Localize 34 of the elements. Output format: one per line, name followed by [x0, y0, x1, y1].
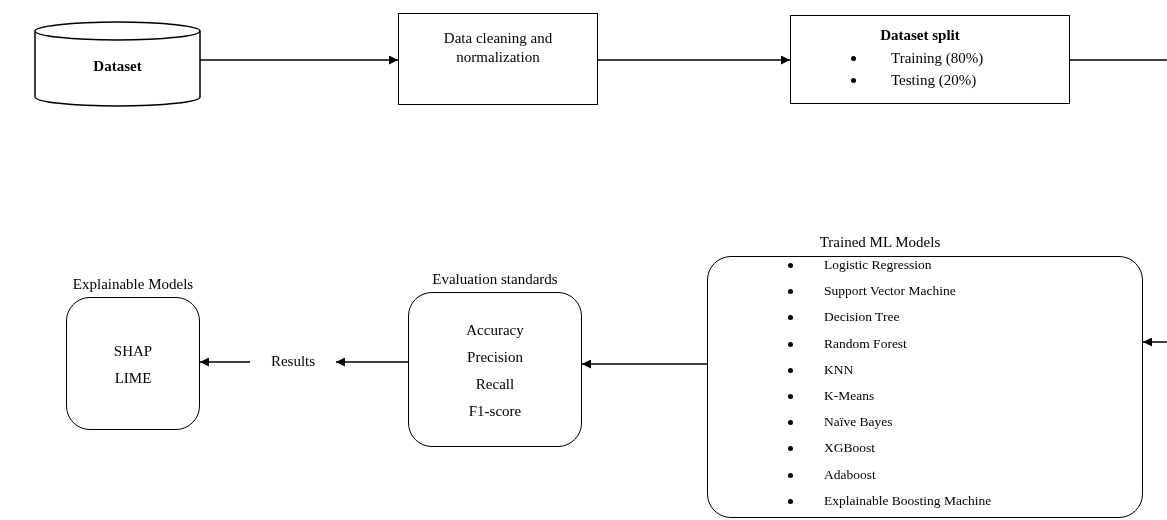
list-item: Training (80%)	[891, 49, 984, 68]
arrow	[199, 357, 251, 367]
database-cylinder	[35, 22, 200, 106]
box-heading: Trained ML Models	[818, 233, 942, 251]
node-label: Results	[269, 352, 317, 371]
box-heading: Evaluation standards	[431, 270, 559, 288]
list-item: Naïve Bayes	[824, 414, 893, 431]
list-item: Logistic Regression	[824, 257, 932, 273]
arrow	[335, 357, 409, 367]
process-box	[790, 15, 1070, 104]
list-item: Decision Tree	[824, 309, 900, 326]
box-heading: Explainable Models	[71, 275, 195, 293]
process-box	[398, 13, 598, 105]
node-label: Data cleaning and normalization	[442, 29, 554, 67]
box-heading: Dataset split	[879, 26, 961, 45]
list-item: Adaboost	[824, 466, 876, 483]
list-item: Testing (20%)	[891, 71, 977, 90]
node-label: Accuracy	[465, 320, 525, 340]
node-label: Recall	[474, 374, 516, 394]
list-item: Support Vector Machine	[824, 283, 956, 300]
arrow	[597, 55, 791, 65]
node-label: F1-score	[467, 401, 523, 421]
node-label: SHAP	[112, 341, 154, 361]
list-item: Random Forest	[824, 335, 907, 352]
node-label: LIME	[113, 368, 153, 388]
list-item: KNN	[824, 361, 854, 378]
list-item: XGBoost	[824, 440, 875, 457]
node-label: Precision	[466, 347, 524, 367]
arrow	[581, 359, 708, 369]
arrow	[199, 55, 399, 65]
list-item: K-Means	[824, 388, 875, 404]
arrow	[1069, 59, 1167, 347]
list-item: Explainable Boosting Machine	[824, 492, 992, 509]
node-label: Dataset	[92, 57, 143, 76]
